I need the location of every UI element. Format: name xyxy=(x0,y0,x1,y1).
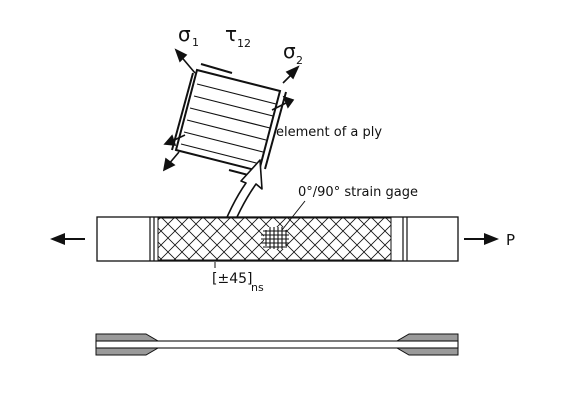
sigma1-label: σ xyxy=(178,22,191,46)
load-arrows xyxy=(50,233,499,245)
ply-element xyxy=(171,63,287,178)
stress-labels: σ 1 τ 12 σ 2 xyxy=(178,22,303,67)
stress-arrows xyxy=(162,48,300,172)
specimen-top-view xyxy=(96,200,459,262)
strain-gage xyxy=(261,227,289,249)
sigma2-subscript: 2 xyxy=(296,54,303,67)
element-caption: element of a ply xyxy=(276,125,382,140)
load-label: P xyxy=(506,231,515,249)
sigma2-label: σ xyxy=(283,39,296,63)
layup-label: [±45] xyxy=(212,271,252,287)
specimen-side-view xyxy=(95,333,459,356)
strain-gage-caption: 0°/90° strain gage xyxy=(298,185,418,200)
layup-label-group: [±45] ns xyxy=(212,262,264,294)
tau12-subscript: 12 xyxy=(237,37,251,50)
layup-subscript: ns xyxy=(251,281,264,294)
tau12-label: τ xyxy=(225,22,237,46)
sigma1-subscript: 1 xyxy=(192,36,199,49)
